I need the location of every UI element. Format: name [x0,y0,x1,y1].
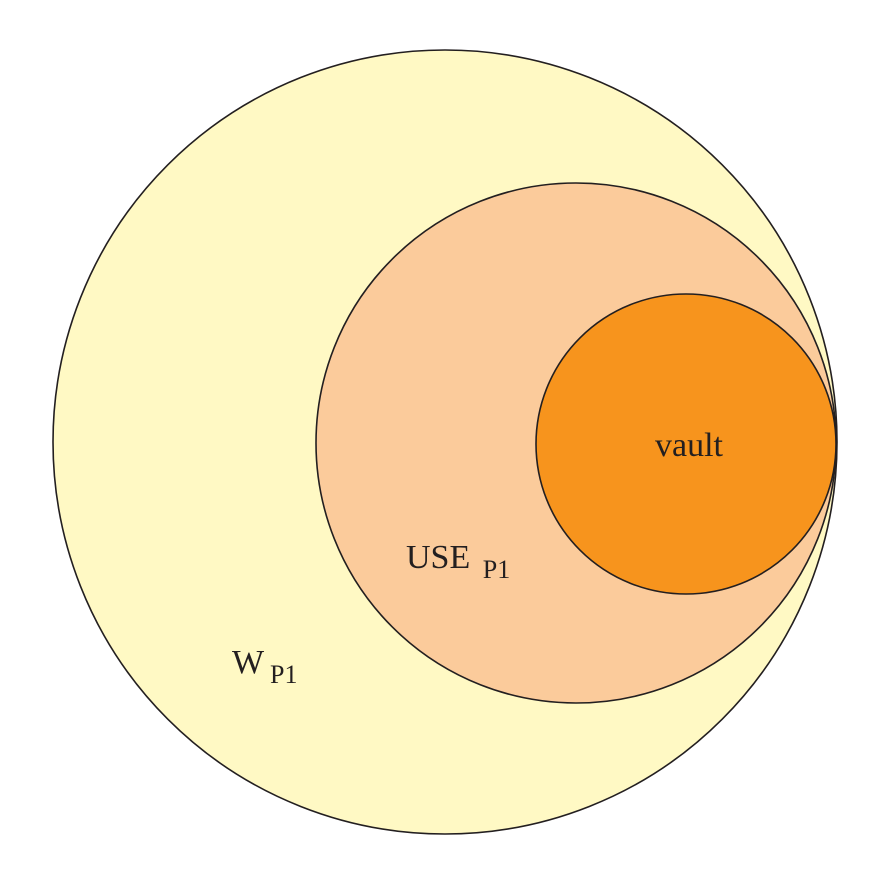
w-p1-label: W P1 [232,644,297,689]
use-label-name: USE [406,539,470,576]
use-label-subscript: P1 [483,555,510,584]
use-p1-label: USE P1 [406,539,510,584]
w-label-name: W [232,644,265,681]
vault-circle [535,293,837,595]
w-label-subscript: P1 [270,660,297,689]
vault-label: vault [655,427,724,464]
